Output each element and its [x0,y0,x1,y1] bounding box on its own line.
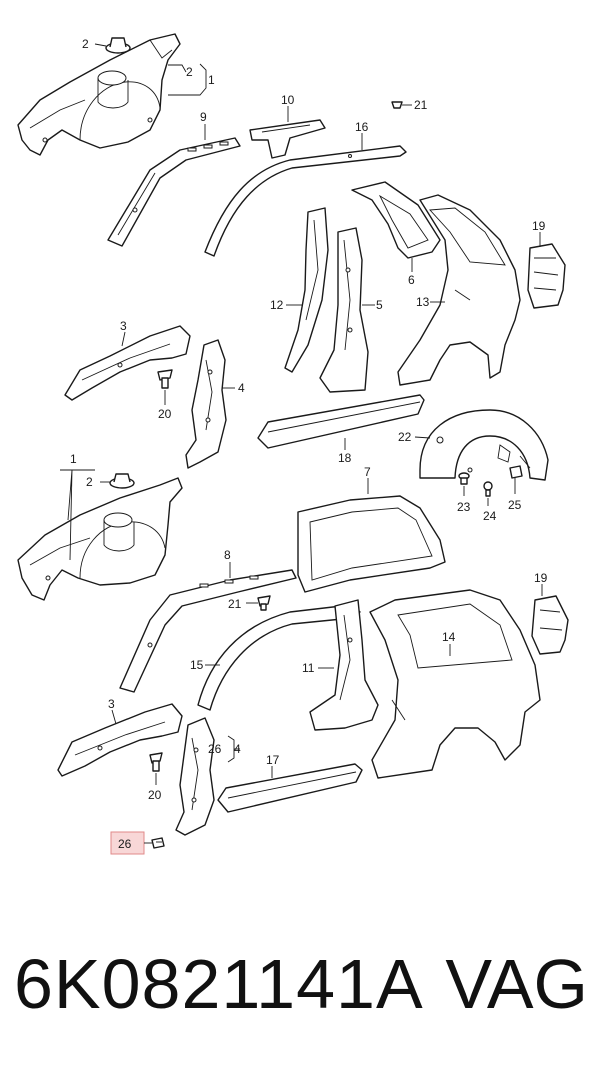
bolt-20-top [157,369,173,389]
b-pillar-bottom [309,599,379,731]
clip-23 [458,472,470,485]
callout-12: 12 [270,298,284,312]
a-pillar-bottom [119,569,297,693]
a-pillar-lower-bottom [175,717,215,836]
bolt-21-top [391,101,403,109]
callout-11: 11 [302,661,315,675]
rear-bracket-19-top [527,243,566,309]
callout-21-mid: 21 [228,597,242,611]
a-pillar-lower-top [185,339,227,469]
front-wheelhouse-top [17,33,181,156]
brand-label: VAG [445,945,588,1023]
a-pillar-top [107,137,241,247]
bolt-21-mid [257,595,271,611]
callout-8: 8 [224,548,231,562]
part-number: 6K0821141A [14,945,424,1023]
clip-26 [151,837,165,849]
longitudinal-top [64,325,191,401]
screw-24 [483,481,493,497]
sill-bottom [217,763,363,813]
callout-20-bot: 20 [148,788,162,802]
rear-side-panel-3door [369,589,541,779]
callout-26-group: 26 [208,742,222,756]
callout-18: 18 [338,451,352,465]
callout-3-top: 3 [120,319,127,333]
callout-3-bot: 3 [108,697,115,711]
callout-9: 9 [200,110,207,124]
callout-19-top: 19 [532,219,546,233]
b-pillar-outer [284,207,329,373]
callout-1-mid: 1 [70,452,77,466]
callout-16: 16 [355,120,369,134]
sill-top [257,394,425,449]
callout-6: 6 [408,273,415,287]
callout-22: 22 [398,430,412,444]
door-frame [297,495,446,593]
parts-diagram: 2 2 1 9 10 21 16 6 [17,33,569,855]
roof-bracket-top [249,119,326,159]
callout-5: 5 [376,298,383,312]
callout-17: 17 [266,753,280,767]
bolt-20-bottom [149,752,163,772]
callout-14: 14 [442,630,456,644]
callout-10: 10 [281,93,295,107]
cap-mid [109,473,135,489]
rear-side-panel [397,194,521,386]
callout-23: 23 [457,500,471,514]
callout-2-top: 2 [82,37,89,51]
callout-15: 15 [190,658,204,672]
callout-1-bracket: 1 [208,73,215,87]
front-wheelhouse-bottom [17,477,183,601]
callout-2-bracket: 2 [186,65,193,79]
rear-bracket-19-mid [531,595,569,655]
rear-quarter-frame [351,181,441,259]
callout-20-top: 20 [158,407,172,421]
callout-21-top: 21 [414,98,428,112]
callout-26-highlight: 26 [118,837,132,851]
callout-24: 24 [483,509,497,523]
callout-13: 13 [416,295,430,309]
wheel-arch-liner [419,409,549,481]
cap-top [105,37,131,54]
callout-25: 25 [508,498,522,512]
callout-2-mid: 2 [86,475,93,489]
callout-19-mid: 19 [534,571,548,585]
callout-4-bot: 4 [234,742,241,756]
longitudinal-bottom [57,703,183,777]
roof-rail-top [204,145,407,257]
nut-25 [509,465,523,479]
callout-7: 7 [364,465,371,479]
footer: 6K0821141A VAG [0,938,600,1038]
b-pillar-inner [319,227,369,393]
callout-4-top: 4 [238,381,245,395]
